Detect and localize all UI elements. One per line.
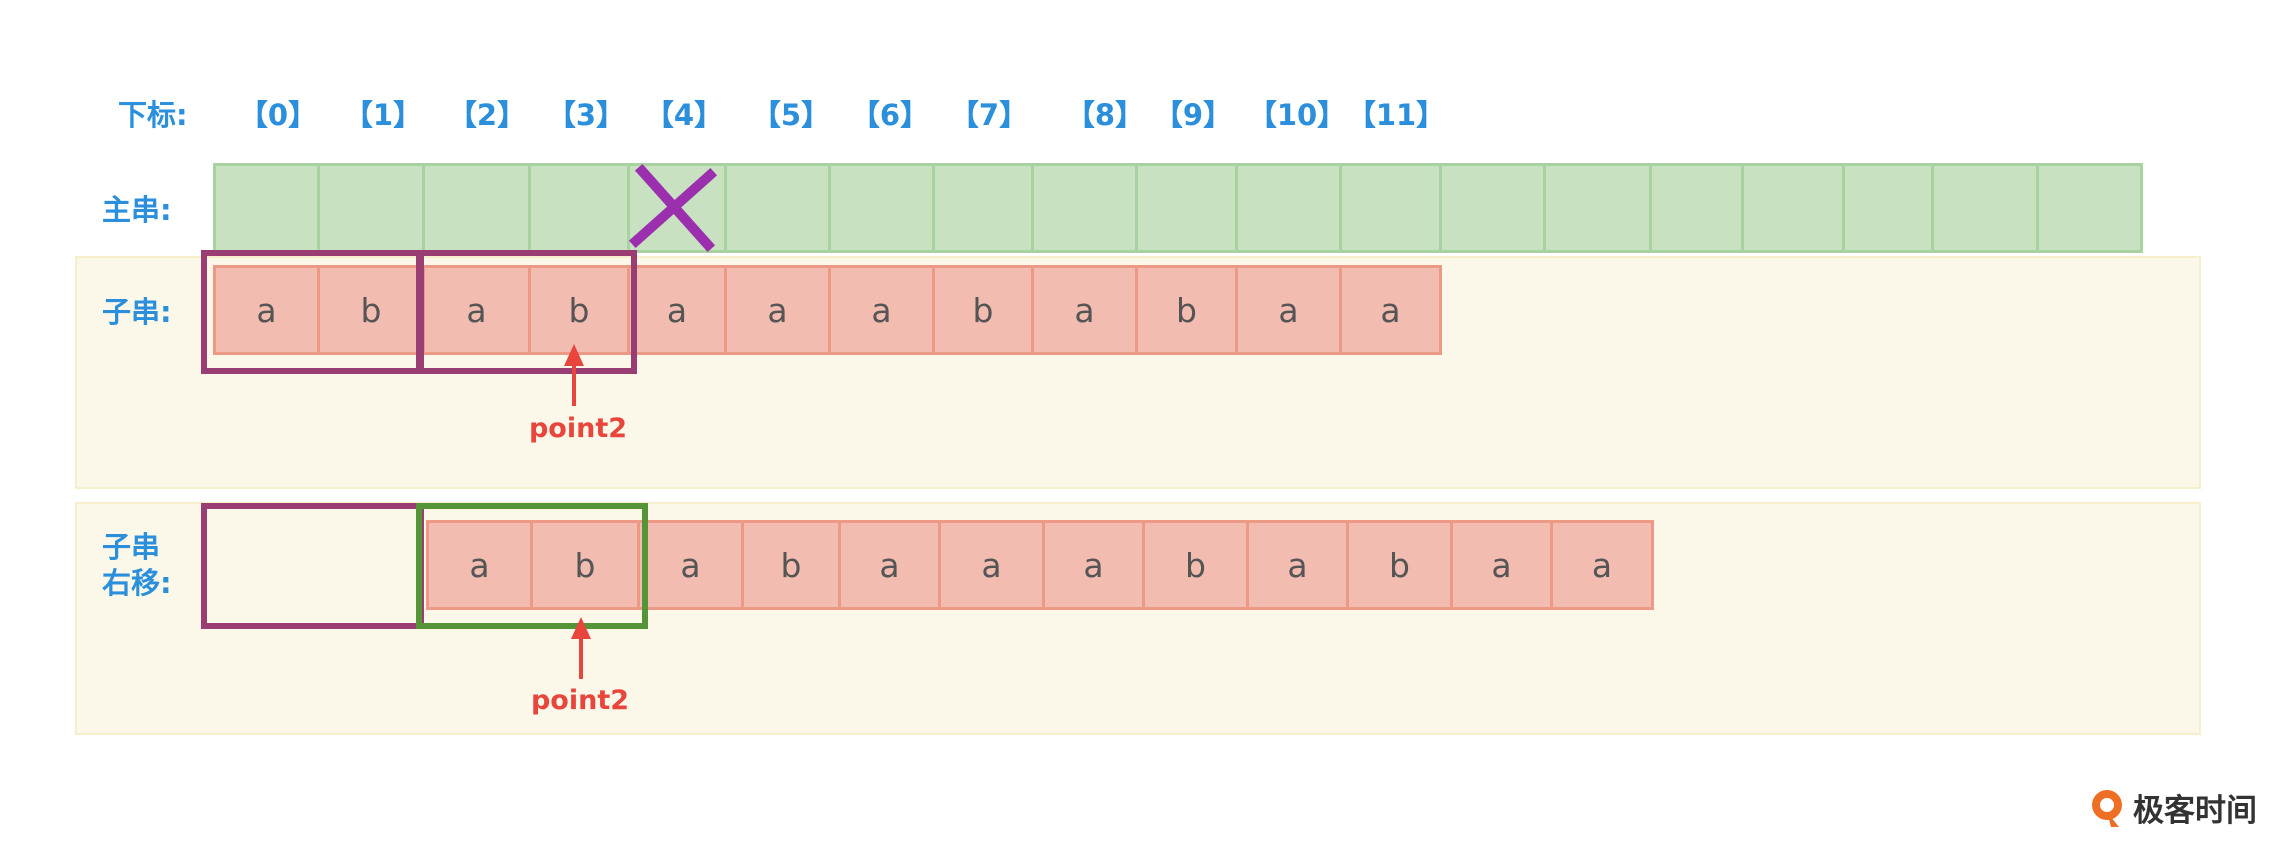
- substring-cell: a: [724, 265, 831, 355]
- main-string-cell: [1842, 163, 1934, 253]
- index-label: 【0】: [238, 98, 318, 132]
- main-string-cell: [724, 163, 831, 253]
- shifted-substring-cell: a: [1246, 520, 1349, 610]
- index-label: 【8】: [1065, 98, 1145, 132]
- substring-cell: a: [828, 265, 935, 355]
- index-row-label: 下标:: [118, 98, 188, 132]
- shifted-substring-cell: a: [637, 520, 744, 610]
- substring-cell: b: [1135, 265, 1238, 355]
- main-string-cell: [932, 163, 1034, 253]
- shifted-substring-cell: b: [1346, 520, 1453, 610]
- shifted-substring-label-line1: 子串: [102, 530, 161, 564]
- point2-label: point2: [528, 413, 628, 444]
- main-string-cell: [1543, 163, 1652, 253]
- main-string-cell: [1135, 163, 1238, 253]
- point2-label: point2: [530, 685, 630, 716]
- shifted-substring-cell: b: [530, 520, 640, 610]
- index-label: 【5】: [751, 98, 831, 132]
- substring-cell: a: [1339, 265, 1442, 355]
- shifted-substring-cell: b: [1142, 520, 1249, 610]
- substring-cell: a: [627, 265, 727, 355]
- shifted-substring-cell: a: [1042, 520, 1145, 610]
- shifted-substring-label-line2: 右移:: [102, 566, 172, 600]
- main-string-cell: [1339, 163, 1442, 253]
- index-label: 【1】: [343, 98, 423, 132]
- main-string-cell: [1235, 163, 1342, 253]
- index-label: 【11】: [1346, 98, 1446, 132]
- index-label: 【6】: [850, 98, 930, 132]
- main-string-cell: [1741, 163, 1845, 253]
- index-label: 【10】: [1247, 98, 1347, 132]
- index-label: 【9】: [1153, 98, 1233, 132]
- main-string-cell: [1031, 163, 1138, 253]
- substring-cell: a: [1235, 265, 1342, 355]
- substring-cell: b: [932, 265, 1034, 355]
- main-string-cell: [528, 163, 630, 253]
- mismatch-x-mark-icon: [628, 163, 718, 253]
- suffix-ab-frame: [416, 250, 637, 374]
- main-string-cell: [317, 163, 425, 253]
- main-string-cell: [2036, 163, 2143, 253]
- main-string-cell: [1649, 163, 1744, 253]
- index-label: 【4】: [644, 98, 724, 132]
- main-string-cell: [1931, 163, 2039, 253]
- geektime-logo: 极客时间: [2089, 785, 2257, 830]
- main-string-cell: [213, 163, 320, 253]
- point2-arrow-icon: [571, 617, 591, 679]
- geektime-logo-text: 极客时间: [2133, 793, 2257, 829]
- substring-cell: a: [1031, 265, 1138, 355]
- main-string-label: 主串:: [102, 193, 172, 227]
- shifted-substring-cell: a: [938, 520, 1045, 610]
- index-label: 【7】: [949, 98, 1029, 132]
- shifted-substring-cell: a: [838, 520, 941, 610]
- main-string-cell: [422, 163, 531, 253]
- shifted-prefix-ab-frame: [416, 503, 648, 629]
- point2-arrow-icon: [564, 344, 584, 406]
- main-string-cell: [1439, 163, 1546, 253]
- shifted-substring-cell: a: [1550, 520, 1654, 610]
- shifted-substring-cell: b: [741, 520, 841, 610]
- shifted-substring-cell: a: [426, 520, 533, 610]
- substring-cell: a: [213, 265, 320, 355]
- shifted-substring-cell: a: [1450, 520, 1553, 610]
- main-string-cell: [828, 163, 935, 253]
- index-label: 【3】: [546, 98, 626, 132]
- substring-label: 子串:: [102, 295, 172, 329]
- shifted-empty-frame: [201, 503, 424, 629]
- index-label: 【2】: [447, 98, 527, 132]
- geektime-logo-icon: [2092, 789, 2122, 827]
- prefix-ab-frame: [201, 250, 424, 374]
